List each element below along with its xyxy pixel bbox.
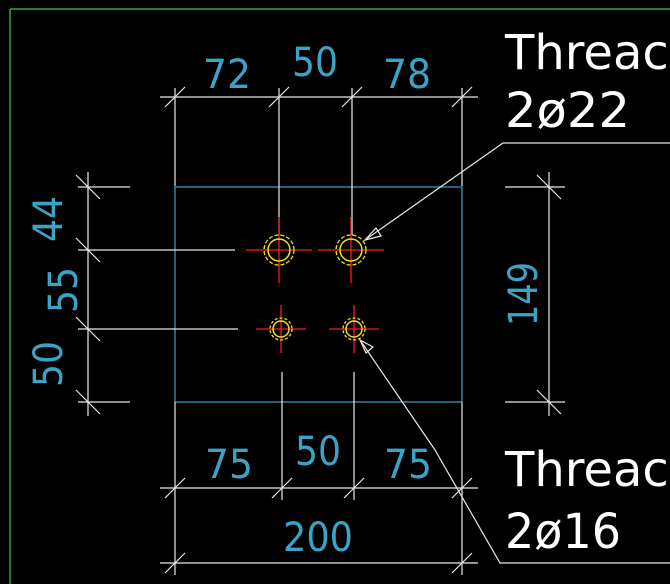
- base-plate: [174, 186, 463, 403]
- callout-lower-line2: 2ø16: [505, 504, 621, 560]
- bolt-lower-right: [329, 305, 379, 353]
- bolt-upper-right: [318, 217, 384, 283]
- dim-top-78: 78: [383, 52, 431, 98]
- dim-left-55: 55: [41, 267, 87, 313]
- dim-left-50: 50: [26, 341, 72, 387]
- dim-bottom-75-left: 75: [205, 442, 253, 488]
- dim-right-149: 149: [501, 262, 547, 326]
- callout-upper-line1: Threac: [504, 25, 669, 81]
- dim-left-44: 44: [26, 196, 72, 242]
- dim-top-50: 50: [292, 40, 338, 86]
- bolt-upper-left: [246, 217, 312, 283]
- callout-upper-line2: 2ø22: [505, 83, 630, 139]
- dimension-lines: [75, 86, 670, 575]
- dim-bottom-50: 50: [295, 429, 341, 475]
- callout-lower-line1: Threac: [504, 442, 669, 498]
- bolt-lower-left: [256, 305, 306, 353]
- dim-bottom-200: 200: [283, 515, 353, 561]
- dim-top-72: 72: [203, 52, 251, 98]
- dim-bottom-75-right: 75: [384, 442, 432, 488]
